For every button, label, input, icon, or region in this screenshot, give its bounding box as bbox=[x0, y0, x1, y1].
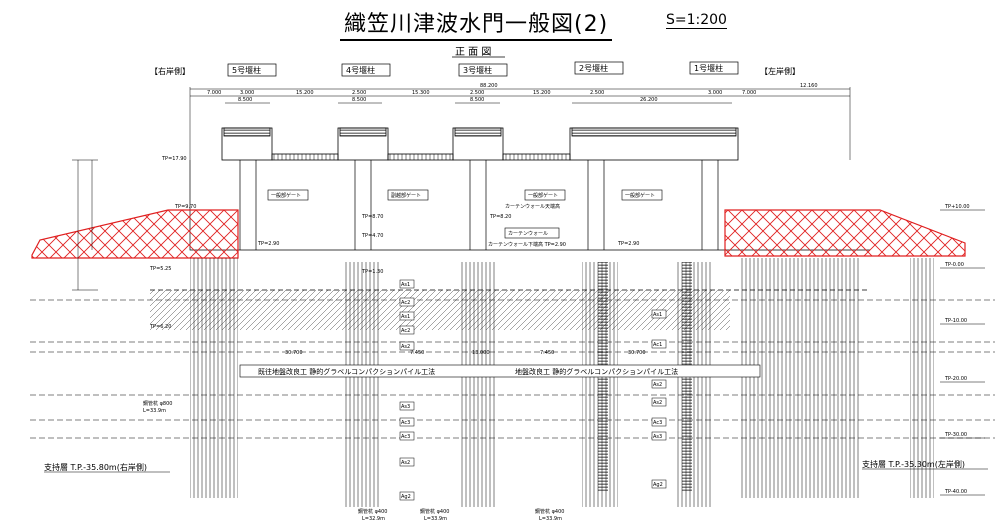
dim-top-5: 2.500 bbox=[470, 90, 484, 96]
soil-tag-0: As1 bbox=[401, 282, 410, 288]
right-level-2: TP-10.00 bbox=[944, 318, 967, 324]
soil-tag-6: Ac3 bbox=[401, 420, 410, 426]
dim-top-4: 15.300 bbox=[412, 90, 430, 96]
bearing-layer-left-bank: 支持層 T.P.-35.30m(左岸側) bbox=[862, 459, 965, 469]
pile-bottom-1-name: 鋼管杭 φ400 bbox=[420, 508, 449, 515]
level-tp820: TP=8.20 bbox=[489, 214, 511, 220]
pile-bottom-1-len: L=33.9m bbox=[424, 516, 447, 522]
dim-top-7: 2.500 bbox=[590, 90, 604, 96]
soil-tag-right-6: Ag2 bbox=[653, 482, 663, 488]
dim-sub-2: 8.500 bbox=[470, 97, 484, 103]
gate-label-2: 一般部ゲート bbox=[528, 192, 558, 199]
dimension-lines bbox=[189, 87, 851, 160]
right-bank-embankment bbox=[31, 209, 239, 259]
drawing-title: 織笠川津波水門一般図(2) bbox=[340, 6, 613, 41]
dim-sub-0: 8.500 bbox=[238, 97, 252, 103]
level-markers: TP=17.90 TP=9.70 TP=8.70 TP=8.20 TP=4.70… bbox=[149, 156, 639, 330]
level-tp470: TP=4.70 bbox=[361, 233, 383, 239]
pile-bottom-2-name: 鋼管杭 φ400 bbox=[535, 508, 564, 515]
dim-30700b: 30.700 bbox=[628, 350, 646, 356]
curtain-wall-top: カーテンウォール天端高 bbox=[505, 203, 560, 210]
pile-groups bbox=[150, 258, 934, 507]
soil-tags: As1 Ac2 As1 Ac2 As2 As3 Ac3 Ac3 As2 Ag2 … bbox=[399, 279, 667, 501]
pier-labels: 5号堰柱 4号堰柱 3号堰柱 2号堰柱 1号堰柱 bbox=[227, 61, 739, 77]
soil-tag-right-2: As2 bbox=[653, 382, 662, 388]
level-tp130: TP=1.30 bbox=[361, 269, 383, 275]
pier-2-label: 2号堰柱 bbox=[579, 63, 608, 73]
soil-tag-1: Ac2 bbox=[401, 300, 410, 306]
drawing-scale: S=1:200 bbox=[666, 12, 727, 29]
dim-top-10: 12.160 bbox=[800, 83, 818, 89]
pier-1-label: 1号堰柱 bbox=[694, 63, 723, 73]
pile-left-label: 鋼管杭 φ800 bbox=[143, 400, 172, 407]
right-level-3: TP-20.00 bbox=[944, 376, 967, 382]
left-bank-embankment bbox=[724, 209, 966, 257]
gate-labels: 一般部ゲート 副越部ゲート 一般部ゲート 一般部ゲート bbox=[267, 189, 663, 201]
right-level-5: TP-40.00 bbox=[944, 489, 967, 495]
gate-label-3: 一般部ゲート bbox=[625, 192, 655, 199]
soil-tag-4: As2 bbox=[401, 344, 410, 350]
pier-4-label: 4号堰柱 bbox=[346, 65, 375, 75]
soil-tag-right-4: Ac3 bbox=[653, 420, 662, 426]
right-level-scale: TP+10.00 TP-0.00 TP-10.00 TP-20.00 TP-30… bbox=[940, 204, 985, 496]
pile-bottom-2-len: L=33.9m bbox=[539, 516, 562, 522]
pile-left-length: L=33.9m bbox=[143, 408, 166, 414]
level-tp290a: TP=2.90 bbox=[257, 241, 279, 247]
right-level-4: TP-30.00 bbox=[944, 432, 967, 438]
left-elevation-dims bbox=[72, 159, 98, 291]
soil-tag-right-1: Ac1 bbox=[653, 342, 662, 348]
dim-top-3: 2.500 bbox=[352, 90, 366, 96]
dim-sub-1: 8.500 bbox=[352, 97, 366, 103]
pile-bottom-0-len: L=32.9m bbox=[362, 516, 385, 522]
pier-5-label: 5号堰柱 bbox=[232, 65, 261, 75]
gate-label-0: 一般部ゲート bbox=[271, 192, 301, 199]
dim-top-9: 7.000 bbox=[742, 90, 756, 96]
curtain-wall-label: カーテンウォール bbox=[508, 230, 548, 237]
level-tpm620: TP=6.20 bbox=[149, 324, 171, 330]
bottom-pile-labels: 鋼管杭 φ400 L=32.9m 鋼管杭 φ400 L=33.9m 鋼管杭 φ4… bbox=[358, 508, 564, 522]
curtain-wall-bottom: カーテンウォール下端高 TP=2.90 bbox=[488, 241, 566, 248]
dim-7450a: 7.450 bbox=[410, 350, 424, 356]
soil-tag-8: As2 bbox=[401, 460, 410, 466]
level-tp1790: TP=17.90 bbox=[161, 156, 187, 162]
soil-tag-2: As1 bbox=[401, 314, 410, 320]
dim-13000: 13.000 bbox=[472, 350, 490, 356]
gate-towers bbox=[221, 127, 739, 161]
level-tp290b: TP=2.90 bbox=[617, 241, 639, 247]
dim-top-0: 7.000 bbox=[207, 90, 221, 96]
level-tp970: TP=9.70 bbox=[174, 204, 196, 210]
dim-top-2: 15.200 bbox=[296, 90, 314, 96]
level-tp525: TP=5.25 bbox=[149, 266, 171, 272]
front-view-label: 正 面 図 bbox=[455, 46, 491, 58]
dim-top-8: 3.000 bbox=[708, 90, 722, 96]
dim-30700a: 30.700 bbox=[285, 350, 303, 356]
dim-top-1: 3.000 bbox=[240, 90, 254, 96]
soil-tag-3: Ac2 bbox=[401, 328, 410, 334]
pier-3-label: 3号堰柱 bbox=[463, 65, 492, 75]
right-bank-label: 【右岸側】 bbox=[150, 66, 190, 76]
soil-tag-5: As3 bbox=[401, 404, 410, 410]
soil-tag-right-3: As2 bbox=[653, 400, 662, 406]
dim-top-6: 15.200 bbox=[533, 90, 551, 96]
ground-improvement-left-bank: 地盤改良工 静的グラベルコンパクションパイル工法 bbox=[515, 367, 678, 376]
soil-tag-9: Ag2 bbox=[401, 494, 411, 500]
right-level-0: TP+10.00 bbox=[944, 204, 970, 210]
pile-bottom-0-name: 鋼管杭 φ400 bbox=[358, 508, 387, 515]
left-bank-label: 【左岸側】 bbox=[760, 66, 800, 76]
dim-7450b: 7.450 bbox=[540, 350, 554, 356]
ground-improvement-right-bank: 既往地盤改良工 静的グラベルコンパクションパイル工法 bbox=[258, 367, 435, 376]
dim-sub-3: 26.200 bbox=[640, 97, 658, 103]
gate-label-1: 副越部ゲート bbox=[391, 192, 421, 199]
right-level-1: TP-0.00 bbox=[944, 262, 964, 268]
dim-total: 88.200 bbox=[480, 83, 498, 89]
soil-tag-7: Ac3 bbox=[401, 434, 410, 440]
soil-tag-right-5: As3 bbox=[653, 434, 662, 440]
level-tp870: TP=8.70 bbox=[361, 214, 383, 220]
soil-tag-right-0: As1 bbox=[653, 312, 662, 318]
soil-layer-lines bbox=[30, 299, 995, 439]
bearing-layer-right-bank: 支持層 T.P.-35.80m(右岸側) bbox=[44, 462, 147, 472]
